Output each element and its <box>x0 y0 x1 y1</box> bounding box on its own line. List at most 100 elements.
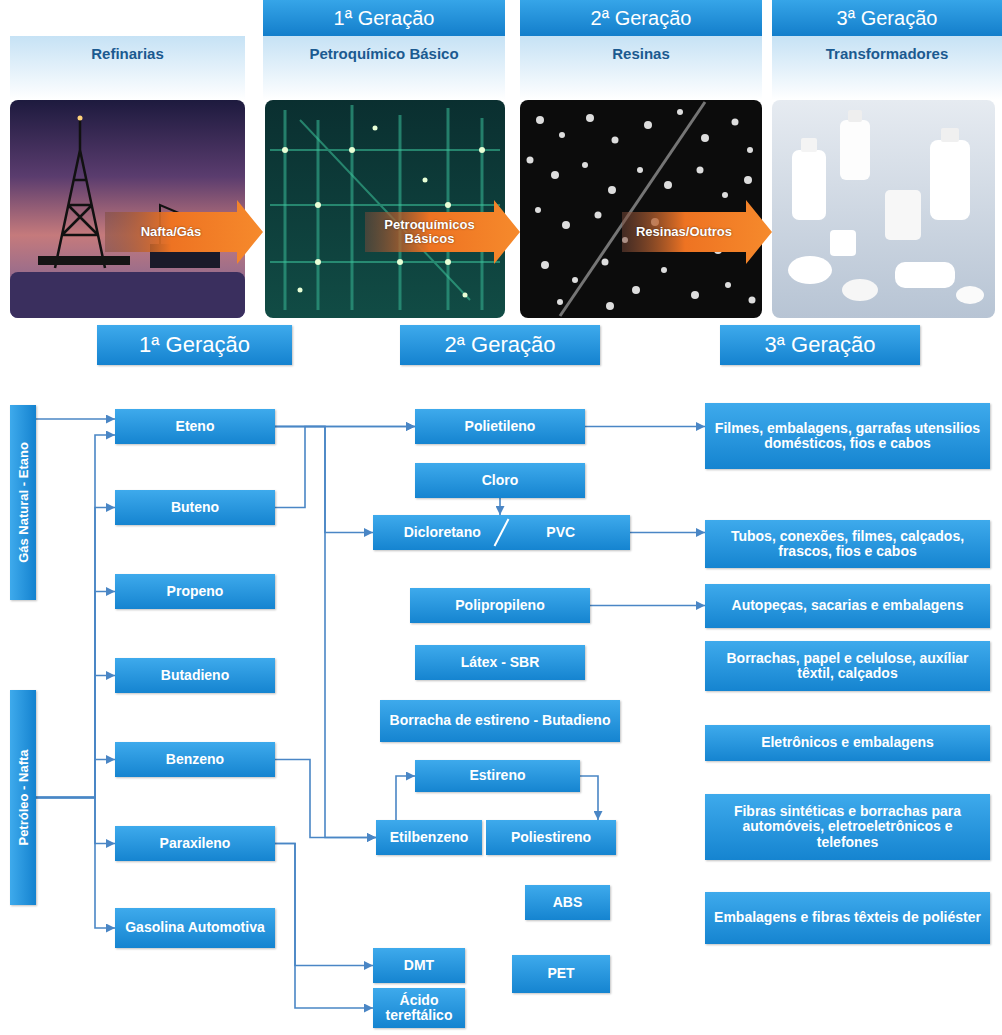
connector-line <box>36 798 115 844</box>
connector-line <box>275 427 373 533</box>
pellets-photo-part-part <box>744 176 752 184</box>
product-box: Cloro <box>415 463 585 498</box>
product-box: Ácido tereftálico <box>373 988 465 1028</box>
feedstock-band: Gás Natural - Etano <box>10 405 36 600</box>
connector-line <box>36 418 115 420</box>
products-photo-part <box>842 279 878 301</box>
pellets-photo-part-part <box>612 137 619 144</box>
pellets-photo-part-part <box>732 119 739 126</box>
connector-line <box>36 798 115 929</box>
products-photo-part <box>792 150 826 220</box>
refinery-photo <box>10 100 245 318</box>
connector-line <box>396 776 415 820</box>
application-label: Embalagens e fibras têxteis de poliéster <box>714 910 981 925</box>
products-photo-part <box>801 138 817 152</box>
product-label: Dicloretano <box>383 525 502 540</box>
product-label: Polipropileno <box>455 598 544 613</box>
generation-header: 1ª Geração <box>97 325 292 365</box>
product-box: Borracha de estireno - Butadieno <box>380 700 620 742</box>
pellets-photo-part-part <box>559 132 565 138</box>
product-label: Ácido tereftálico <box>379 993 459 1024</box>
stage-title: Refinarias <box>10 36 245 62</box>
product-label: Borracha de estireno - Butadieno <box>390 713 611 728</box>
product-box: Polipropileno <box>410 588 590 623</box>
edge-label: Petroquímicos Básicos <box>369 212 490 252</box>
connector-line <box>630 532 705 534</box>
products-photo-part <box>772 100 995 318</box>
refinery-photo-part <box>10 272 245 318</box>
illustration-layer-part <box>772 36 1002 100</box>
plant-photo-part <box>282 147 288 153</box>
connector-line <box>36 592 115 798</box>
pellets-photo-part-part <box>535 207 541 213</box>
pellets-photo-part-part <box>551 171 559 179</box>
product-label: Buteno <box>171 500 219 515</box>
flow-arrow <box>365 200 520 264</box>
product-label: Eteno <box>176 419 215 434</box>
connector-line <box>36 508 115 798</box>
product-box: DMT <box>373 948 465 983</box>
product-box: Butadieno <box>115 658 275 693</box>
generation-label: 2ª Geração <box>445 332 556 358</box>
pellets-photo-part-part <box>664 181 672 189</box>
pellets-photo-part-part <box>606 302 614 310</box>
products-photo-part <box>941 128 959 142</box>
plant-photo-part <box>270 120 500 300</box>
illustration-layer-part <box>520 36 762 100</box>
generation-header: 2ª Geração <box>400 325 600 365</box>
pellets-photo-part-part <box>562 221 570 229</box>
generation-heading: 2ª Geração <box>520 0 762 36</box>
application-label: Borrachas, papel e celulose, auxíliar tê… <box>713 651 982 682</box>
application-box: Borrachas, papel e celulose, auxíliar tê… <box>705 641 990 691</box>
pellets-photo-part-part <box>572 277 578 283</box>
pellets-photo-part-part <box>677 109 683 115</box>
connector-line <box>275 760 376 838</box>
pellets-photo-part-part <box>697 167 704 174</box>
connector-line <box>275 844 373 966</box>
plant-photo-part <box>298 288 303 293</box>
product-label: Gasolina Automotiva <box>125 920 265 935</box>
feedstock-label: Petróleo - Nafta <box>16 749 31 845</box>
pellets-photo-part-part <box>536 116 544 124</box>
refinery-photo-part <box>10 100 245 318</box>
application-label: Fibras sintéticas e borrachas para autom… <box>713 804 982 850</box>
application-label: Eletrônicos e embalagens <box>761 735 934 750</box>
pellets-photo-part <box>560 102 705 316</box>
plant-photo-part <box>315 202 321 208</box>
connector-line <box>590 605 705 607</box>
product-box: Estireno <box>415 760 580 792</box>
connector-line <box>275 427 376 838</box>
stage-title: Resinas <box>520 36 762 62</box>
product-label: Látex - SBR <box>461 655 540 670</box>
generation-label: 3ª Geração <box>765 332 876 358</box>
products-photo-part <box>830 230 856 256</box>
application-box: Fibras sintéticas e borrachas para autom… <box>705 794 990 860</box>
plant-photo-part <box>397 259 403 265</box>
flow-arrow <box>622 200 772 264</box>
application-box: Eletrônicos e embalagens <box>705 725 990 761</box>
plant-photo-part <box>479 147 485 153</box>
product-box: Propeno <box>115 574 275 609</box>
refinery-photo-part <box>38 256 130 265</box>
flow-arrow <box>105 200 263 264</box>
product-box: Buteno <box>115 490 275 525</box>
product-box: ABS <box>525 885 610 920</box>
pellets-photo <box>520 100 762 318</box>
connector-line <box>499 498 501 515</box>
connector-line <box>36 676 115 798</box>
product-box: PET <box>512 955 610 993</box>
plant-photo-part <box>463 293 468 298</box>
pellets-photo-part-part <box>661 267 667 273</box>
pellets-photo-part-part <box>586 114 594 122</box>
product-box: Polietileno <box>415 409 585 444</box>
product-label: DMT <box>404 958 434 973</box>
product-box: Látex - SBR <box>415 645 585 680</box>
pellets-photo-part-part <box>749 297 756 304</box>
plant-photo-part <box>445 259 451 265</box>
application-box: Tubos, conexões, filmes, calçados, frasc… <box>705 520 990 568</box>
product-box: Paraxileno <box>115 826 275 861</box>
products-photo-part <box>848 110 862 122</box>
connector-line <box>275 427 415 508</box>
